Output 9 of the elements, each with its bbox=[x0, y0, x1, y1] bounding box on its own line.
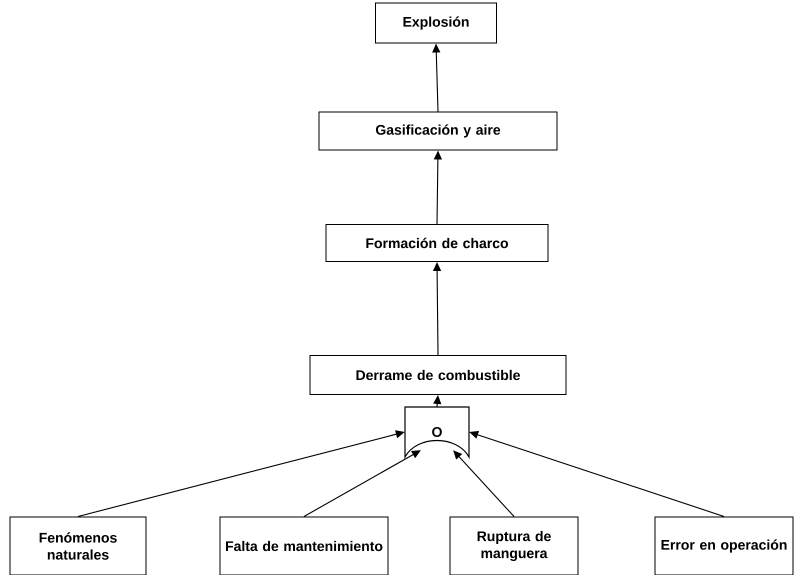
or-gate: O bbox=[404, 406, 470, 458]
event-box: Falta de mantenimiento bbox=[220, 516, 388, 575]
event-box: Gasificación y aire bbox=[318, 112, 558, 150]
event-box: Explosión bbox=[375, 2, 497, 44]
event-box: Formación de charco bbox=[326, 224, 548, 262]
event-box: Ruptura de manguera bbox=[450, 516, 578, 575]
event-box: Derrame de combustible bbox=[310, 355, 566, 395]
event-box: Error en operación bbox=[654, 516, 794, 575]
event-box: Fenómenos naturales bbox=[10, 516, 146, 575]
